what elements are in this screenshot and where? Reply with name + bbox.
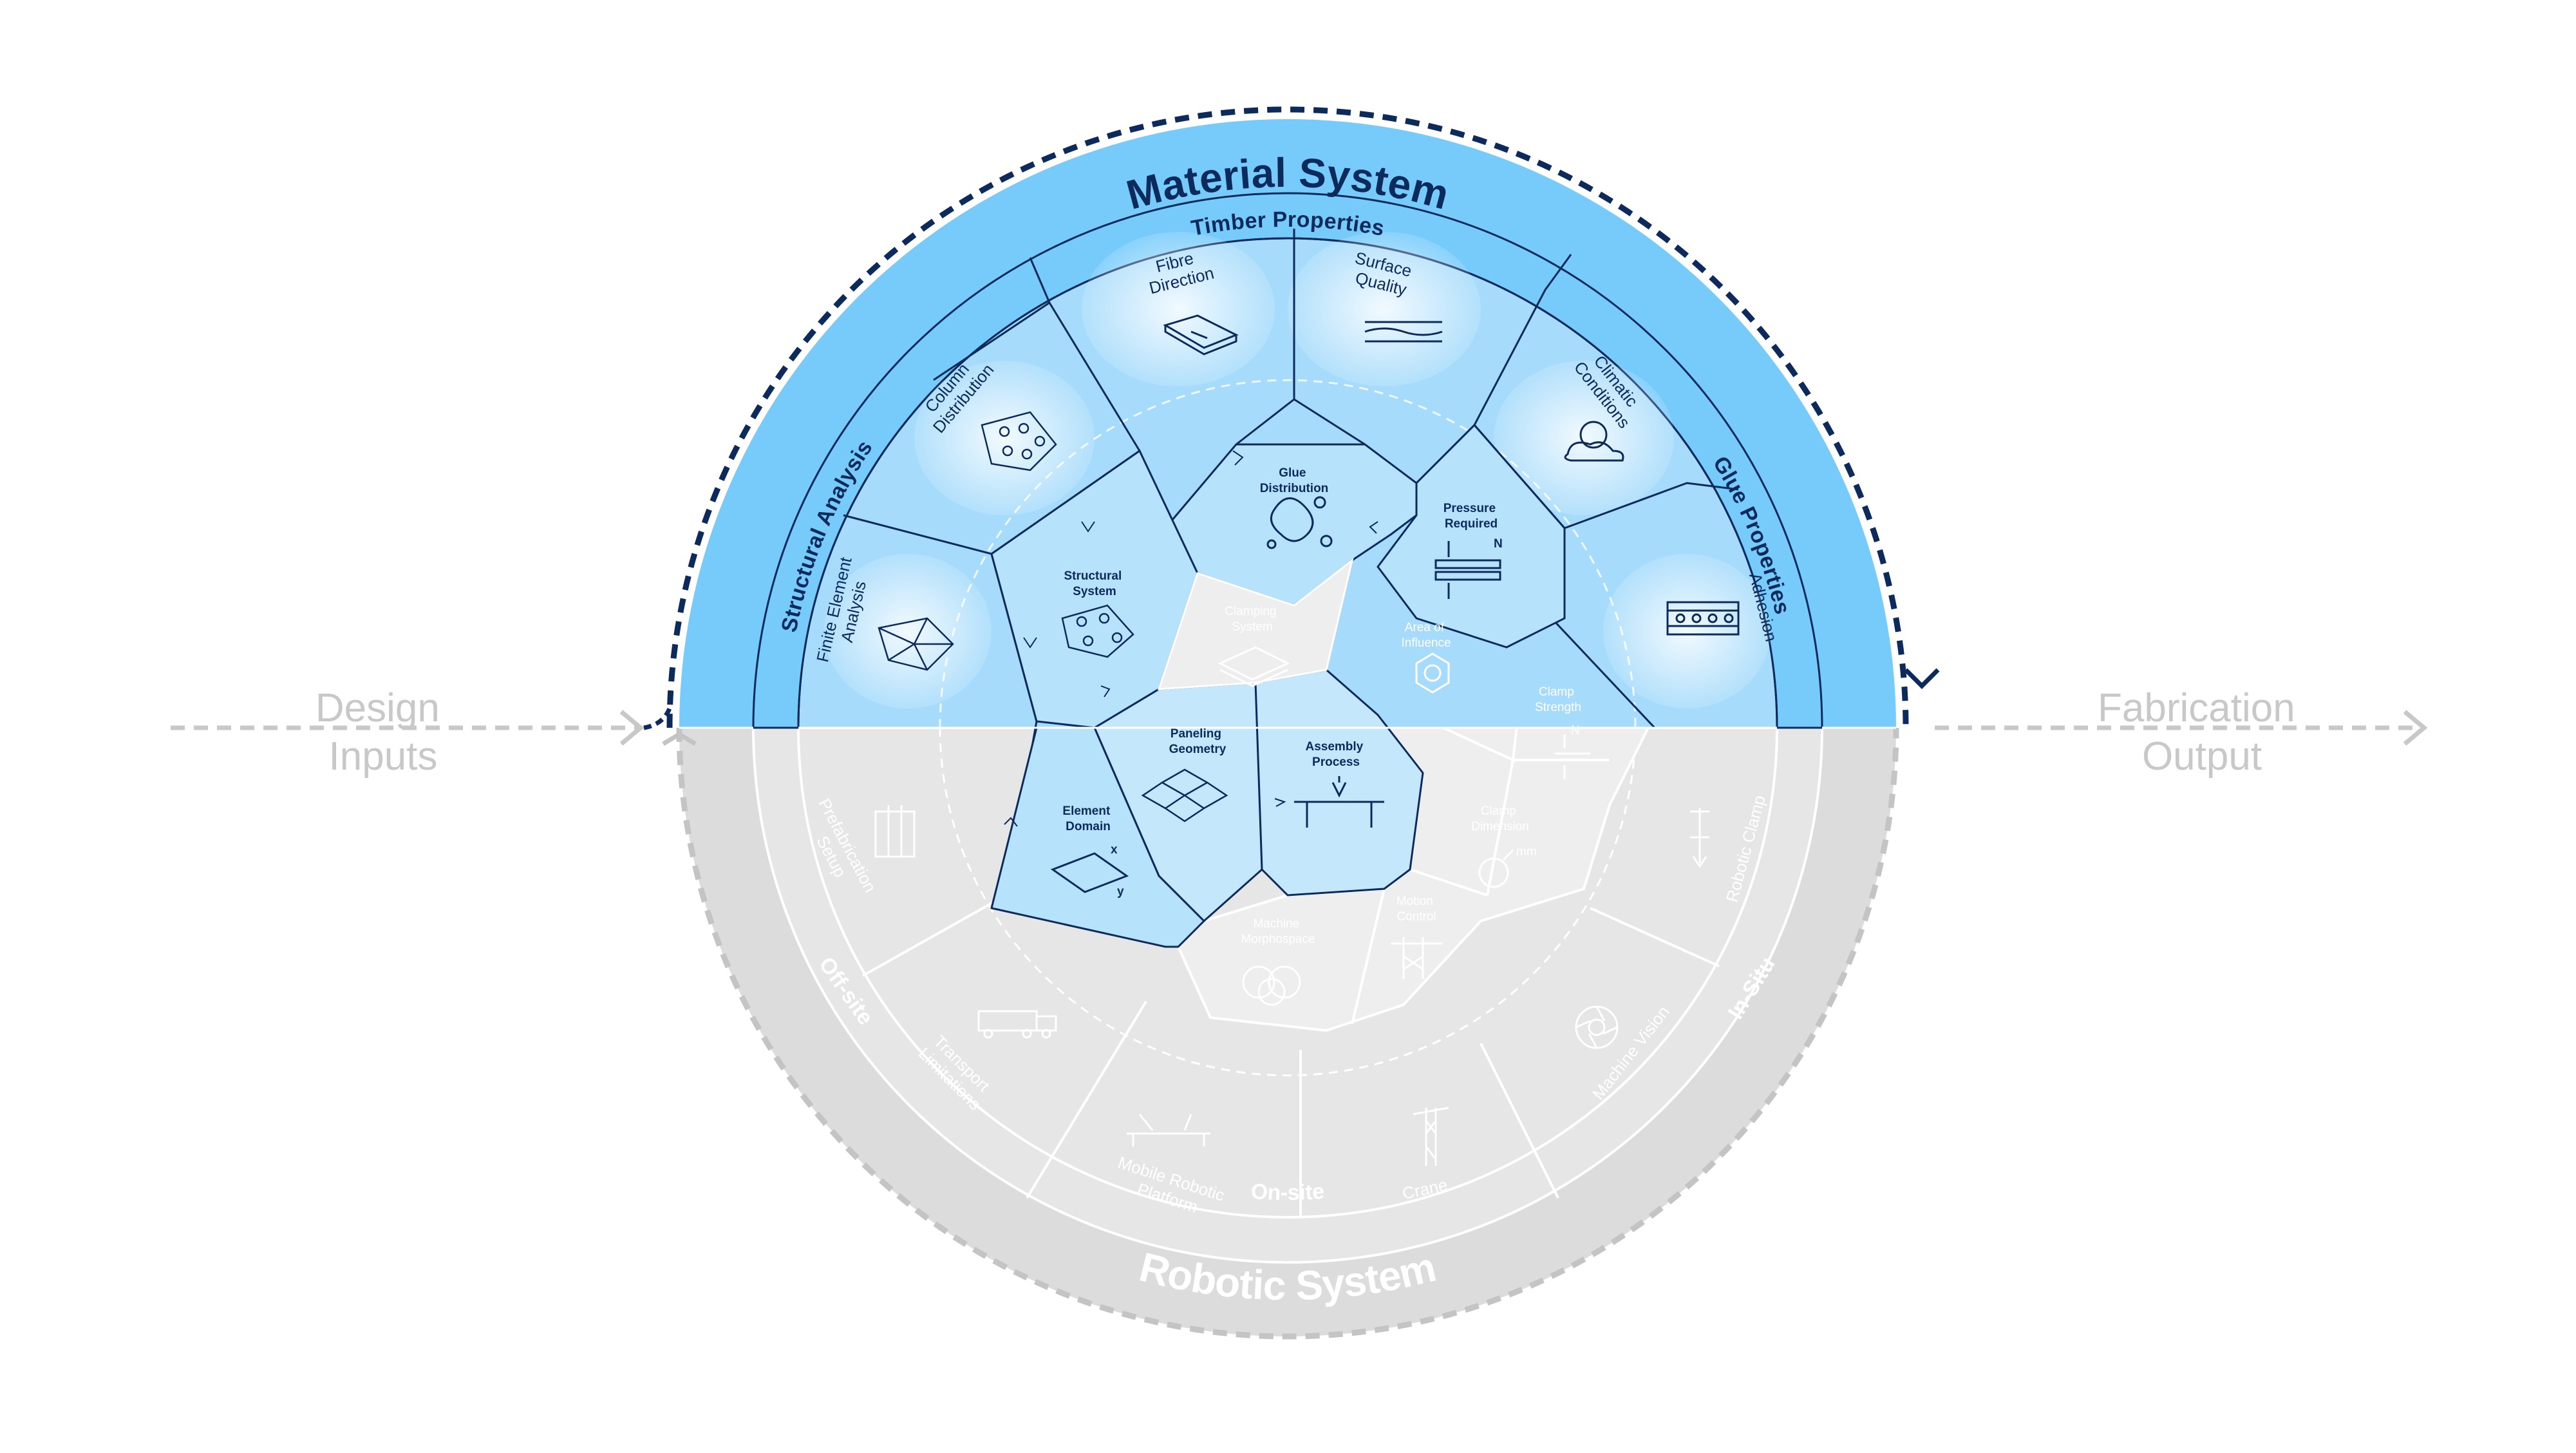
material-system-half <box>666 106 1909 948</box>
material-start-hook <box>643 707 672 730</box>
grey-cell-edge <box>1351 888 1386 1025</box>
material-divider <box>1029 257 1051 303</box>
robotic-divider <box>1590 907 1720 967</box>
pressure-required-label: Pressure Required <box>1443 502 1500 531</box>
cell-glow <box>914 361 1095 515</box>
assembly-process-label: Assembly Process <box>1305 740 1366 769</box>
material-ring-line <box>752 192 1823 728</box>
machine-morphospace-label: Machine Morphospace <box>1241 917 1315 946</box>
pressure-unit: N <box>1494 537 1503 551</box>
glue-distribution-label: Glue Distribution <box>1260 466 1329 495</box>
mobile-robot-icon <box>1127 1114 1210 1146</box>
robotic-start-arrow <box>662 731 697 746</box>
inner-cell-pressure <box>1377 423 1566 649</box>
cell-glow <box>1494 361 1674 515</box>
fabrication-output-label: Fabrication Output <box>2098 686 2306 779</box>
paneling-icon <box>1141 768 1228 822</box>
robotic-divider <box>1026 1000 1147 1199</box>
structural-system-label: Structural System <box>1064 569 1125 598</box>
robotic-divider <box>1480 1043 1559 1199</box>
robotic-clamp-icon <box>1690 808 1709 868</box>
design-inputs-label: Design Inputs <box>315 686 451 779</box>
glue-layers-icon <box>1666 601 1740 636</box>
press-icon <box>1434 541 1501 599</box>
flow-arrows <box>1004 450 1378 827</box>
clamp-strength-unit: N <box>1571 724 1580 737</box>
clamp-dimension-unit: mm <box>1516 845 1537 859</box>
material-outer-boundary <box>666 106 1909 728</box>
clamp-strength-label: Clamp Strength <box>1535 685 1581 714</box>
fem-mesh-icon <box>878 617 954 671</box>
grey-cell-edge <box>1409 868 1488 897</box>
clamping-system-label: Clamping System <box>1225 605 1280 634</box>
inner-cell-element <box>990 726 1206 948</box>
structure-dots-icon <box>1061 604 1134 658</box>
grey-cell-edge <box>1486 759 1514 896</box>
truck-icon <box>977 1010 1057 1039</box>
on-site-label: On-site <box>1250 1179 1325 1205</box>
robotic-outer-boundary <box>676 727 1899 1340</box>
cell-glow <box>1082 232 1275 386</box>
wood-plank-icon <box>1163 314 1239 356</box>
column-grid-icon <box>981 411 1057 471</box>
circle-dimension-icon <box>1478 849 1514 888</box>
element-axis-y: y <box>1117 885 1124 898</box>
clamping-system-cell <box>1157 558 1354 690</box>
material-inner-area <box>797 237 1778 728</box>
design-inputs-arrow <box>171 710 644 746</box>
clamp-dimension-label: Clamp Dimension <box>1471 804 1529 833</box>
crane-icon <box>1413 1106 1449 1166</box>
fabrication-output-arrow <box>1935 710 2428 746</box>
hexagon-icon <box>1415 652 1450 694</box>
cell-glow <box>1603 554 1771 708</box>
glue-blob-icon <box>1266 496 1333 549</box>
element-plane-icon <box>1050 852 1129 893</box>
morphospace-icon <box>1242 965 1301 1006</box>
assembly-icon <box>1294 776 1384 828</box>
material-dashed-circle <box>939 379 1637 728</box>
cell-glow <box>1288 232 1481 386</box>
clamp-icon <box>1555 734 1590 779</box>
cloud-sun-icon <box>1564 421 1624 462</box>
paneling-geometry-label: Paneling Geometry <box>1169 727 1227 756</box>
clamping-icon <box>1217 646 1290 687</box>
material-divider <box>1544 254 1572 290</box>
motion-tower-icon <box>1391 937 1442 979</box>
material-end-arrow <box>1904 668 1940 689</box>
wavy-surface-icon <box>1364 321 1443 343</box>
element-axis-x: x <box>1111 843 1118 857</box>
robotic-divider <box>862 888 1018 977</box>
prefab-icon <box>874 805 916 858</box>
aperture-icon <box>1575 1005 1619 1049</box>
motion-control-label: Motion Control <box>1396 895 1436 924</box>
robotic-dashed-circle <box>939 727 1637 1077</box>
area-of-influence-label: Area of Influence <box>1401 621 1451 650</box>
cell-glow <box>824 554 992 708</box>
element-domain-label: Element Domain <box>1062 804 1113 833</box>
